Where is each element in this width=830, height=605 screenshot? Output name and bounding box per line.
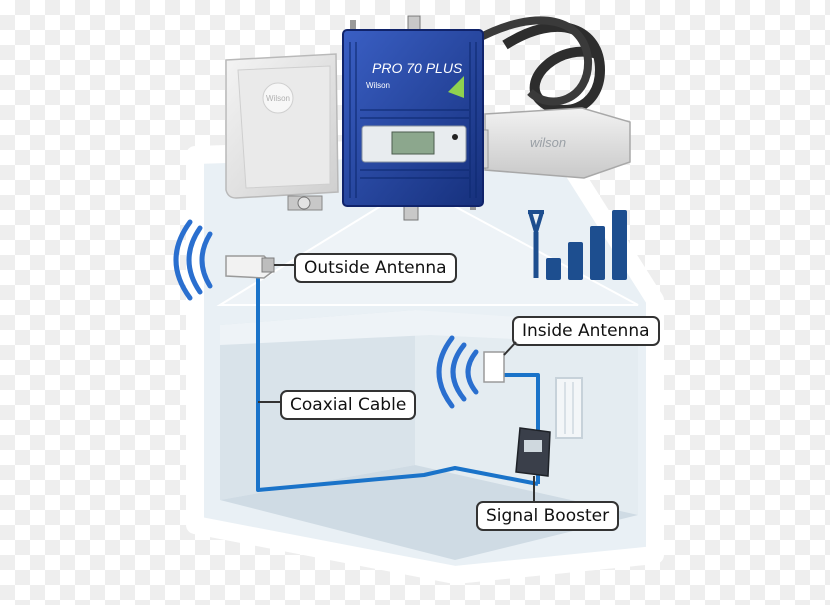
- outside-wave-icon: [199, 231, 213, 289]
- booster-display: [391, 131, 435, 155]
- booster-brand-label: Wilson: [366, 81, 390, 90]
- booster-fins: [349, 42, 477, 198]
- yagi-brand-label: wilson: [530, 135, 566, 150]
- signal-bar: [590, 226, 605, 280]
- yagi-antenna-group: wilson: [469, 16, 631, 179]
- yagi-antenna-icon: [484, 107, 631, 179]
- panel-antenna-logo-icon: [262, 82, 294, 114]
- cable-path: [256, 278, 539, 492]
- panel-brand-label: Wilson: [266, 94, 290, 103]
- booster-status-led-icon: [452, 134, 458, 140]
- panel-connector-nut: [297, 196, 311, 210]
- small-booster-screen: [524, 440, 542, 452]
- inside-wave-icon: [450, 342, 467, 402]
- inside-antenna-label: Inside Antenna: [512, 316, 660, 346]
- booster-mount-tab: [350, 20, 356, 34]
- signal-bar: [568, 242, 583, 280]
- small-booster-group: [515, 427, 551, 477]
- booster-unit: PRO 70 PLUS Wilson: [342, 15, 484, 221]
- mast-top-icon: [528, 211, 544, 239]
- outside-antenna-mount: [261, 257, 275, 273]
- inside-antenna-icon: [483, 351, 505, 383]
- inside-wave-icon: [436, 335, 455, 409]
- cable-coil-icon: [473, 16, 593, 106]
- outside-wave-icon: [186, 225, 203, 295]
- outside-antenna-group: [173, 219, 275, 301]
- house-floor: [220, 465, 638, 560]
- outside-antenna-label: Outside Antenna: [294, 253, 457, 283]
- booster-signal-logo-icon: [448, 76, 464, 98]
- signal-bar: [546, 258, 561, 280]
- booster-model-label: PRO 70 PLUS: [372, 60, 463, 76]
- panel-antenna-bevel: [237, 65, 331, 189]
- coaxial-cable-label: Coaxial Cable: [280, 390, 417, 420]
- outside-wave-icon: [173, 219, 193, 301]
- signal-strength-group: [528, 210, 627, 280]
- inside-wave-icon: [465, 349, 479, 395]
- signal-booster-label: Signal Booster: [476, 501, 620, 531]
- inside-antenna-group: [436, 335, 505, 409]
- panel-antenna-group: Wilson: [225, 53, 339, 211]
- signal-bar: [612, 210, 627, 280]
- house-window: [555, 377, 583, 439]
